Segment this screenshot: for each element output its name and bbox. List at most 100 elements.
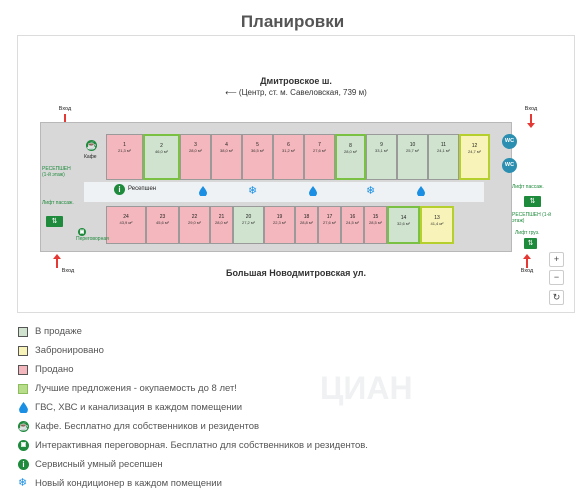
room-area: 29,0 м² (188, 220, 201, 225)
room-area: 45,6 м² (156, 220, 169, 225)
cargo-lift-icon: ⇅ (524, 238, 537, 249)
legend-item-meeting: ▣ Интерактивная переговорная. Бесплатно … (18, 440, 538, 454)
room-number: 9 (380, 142, 383, 148)
entry-label-top-right: Вход (524, 106, 538, 112)
room-area: 28,0 м² (344, 149, 357, 154)
room-number: 5 (256, 142, 259, 148)
room-number: 12 (471, 143, 478, 149)
room-number: 3 (194, 142, 197, 148)
zoom-in-button[interactable]: + (549, 252, 564, 267)
room-number: 17 (326, 214, 333, 220)
lift-passenger-right-label: Лифт пассаж. (512, 184, 544, 190)
street-bottom-label: Большая Новодмитровская ул. (225, 268, 367, 278)
available-swatch (18, 327, 28, 337)
reception-label: Ресепшен (128, 186, 157, 192)
room-area: 28,8 м² (300, 220, 313, 225)
room-area: 27,6 м² (313, 148, 326, 153)
air-conditioner-icon: ❄ (248, 184, 258, 197)
floor-plan[interactable]: Дмитровское ш. ⟵ (Центр, ст. м. Савеловс… (17, 35, 575, 313)
cafe-icon: ☕ (18, 421, 29, 432)
room-area: 36,5 м² (251, 148, 264, 153)
entry-arrow-icon (53, 254, 61, 268)
meeting-room-label: Переговорная (76, 236, 109, 242)
room-area: 27,6 м² (323, 220, 336, 225)
legend-item-available: В продаже (18, 326, 538, 340)
air-conditioner-icon: ❄ (18, 477, 28, 489)
room-area: 22,3 м² (273, 220, 286, 225)
legend-item-best: Лучшие предложения - окупаемость до 8 ле… (18, 383, 538, 397)
lift-passenger-label: Лифт пассаж. (42, 200, 74, 206)
legend-item-ac: ❄ Новый кондиционер в каждом помещении (18, 477, 222, 490)
room-area: 24,7 м² (468, 149, 481, 154)
reset-view-button[interactable]: ↻ (549, 290, 564, 305)
room-area: 28,0 м² (215, 220, 228, 225)
room-area: 33,1 м² (375, 148, 388, 153)
sold-swatch (18, 365, 28, 375)
reception-icon: i (114, 184, 125, 195)
room-area: 24,5 м² (346, 220, 359, 225)
cafe-icon: ☕ (86, 140, 97, 151)
air-conditioner-icon: ❄ (366, 184, 376, 197)
room-number: 18 (303, 214, 310, 220)
entry-label-bottom-left: Вход (61, 268, 75, 274)
legend-item-sold: Продано (18, 364, 538, 378)
room-number: 13 (434, 215, 440, 221)
room-number: 21 (218, 214, 225, 220)
lift-icon: ⇅ (524, 196, 541, 207)
room-number: 11 (440, 142, 447, 148)
entry-label-top-left: Вход (58, 106, 72, 112)
room-number: 15 (372, 214, 379, 220)
cafe-label: Кафе (84, 154, 97, 160)
room-number: 4 (225, 142, 228, 148)
watermark-logo: ЦИАН (320, 370, 413, 406)
room-number: 16 (349, 214, 356, 220)
reception-right-label: РЕСЕПШЕН (1-й этаж) (512, 212, 552, 224)
direction-label: ⟵ (Центр, ст. м. Савеловская, 739 м) (225, 88, 367, 97)
water-drop-icon (19, 402, 28, 413)
corridor (84, 182, 484, 202)
zoom-out-button[interactable]: − (549, 270, 564, 285)
room-area: 31,2 м² (282, 148, 295, 153)
room-number: 10 (409, 142, 416, 148)
room-area: 43,9 м² (119, 220, 133, 225)
best-swatch (18, 384, 28, 394)
room-area: 46,0 м² (155, 149, 168, 154)
room-number: 14 (400, 215, 407, 221)
room-area: 28,0 м² (189, 148, 202, 153)
room-number: 20 (245, 214, 252, 220)
room-number: 8 (349, 143, 352, 149)
entry-arrow-icon (523, 254, 531, 268)
reserved-swatch (18, 346, 28, 356)
reception-side-label: РЕСЕПШЕН (1-й этаж) (42, 166, 71, 178)
room-number: 24 (123, 214, 129, 220)
meeting-icon: ▣ (18, 440, 29, 451)
room-area: 32,6 м² (397, 221, 410, 226)
legend-item-reception: i Сервисный умный ресепшен (18, 459, 538, 473)
wc-icon: WC (502, 158, 517, 173)
water-drop-icon (417, 186, 425, 196)
